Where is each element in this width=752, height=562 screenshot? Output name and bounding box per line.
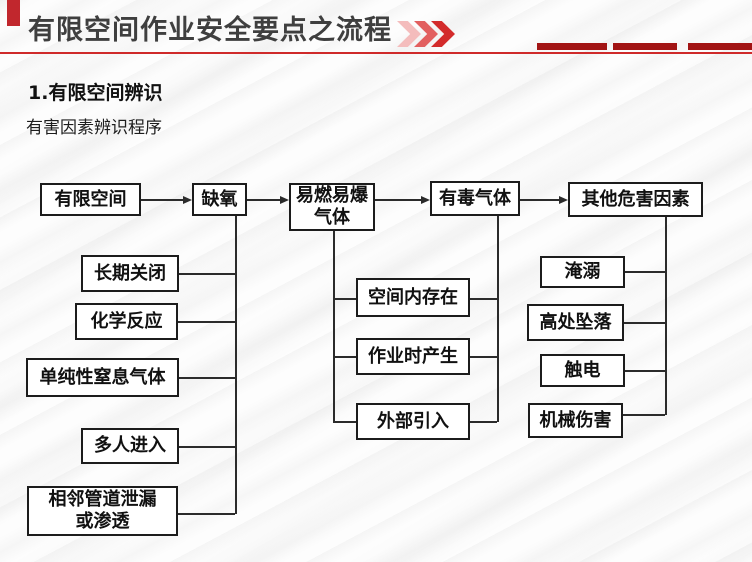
section-heading: 1.有限空间辨识 xyxy=(28,82,163,104)
page-title: 有限空间作业安全要点之流程 xyxy=(28,15,392,46)
connector-stub xyxy=(624,322,665,324)
flow-node-toxic-gas: 有毒气体 xyxy=(430,181,520,216)
flow-node-multiple-entrants: 多人进入 xyxy=(81,428,179,464)
flow-node-label: 易燃易爆 气体 xyxy=(296,185,368,228)
flow-node-label: 相邻管道泄漏 或渗透 xyxy=(48,489,157,532)
connector-stub xyxy=(625,271,665,273)
flow-node-long-term-closure: 长期关闭 xyxy=(81,255,179,292)
header-accent-bar-icon xyxy=(7,0,20,26)
flow-node-label: 外部引入 xyxy=(377,410,449,432)
connector-stub xyxy=(178,513,235,515)
connector-stub xyxy=(333,356,356,358)
flow-node-exists-in-space: 空间内存在 xyxy=(356,278,470,317)
arrowhead-right-icon xyxy=(559,195,568,204)
flow-node-label: 机械伤害 xyxy=(539,409,612,431)
connector-stub xyxy=(333,421,356,423)
flow-node-mechanical-injury: 机械伤害 xyxy=(528,403,623,438)
flow-node-oxygen-deficiency: 缺氧 xyxy=(192,183,247,216)
flow-node-label: 缺氧 xyxy=(201,188,238,210)
flow-node-label: 长期关闭 xyxy=(94,262,166,284)
flow-arrow-line xyxy=(141,199,184,201)
connector-stub xyxy=(333,298,356,300)
connector-stub xyxy=(470,298,497,300)
flow-node-external-introduction: 外部引入 xyxy=(356,403,470,440)
connector-stub xyxy=(625,370,665,372)
header-divider xyxy=(0,52,752,54)
connector-vline xyxy=(333,231,335,422)
connector-vline xyxy=(235,216,237,514)
arrowhead-right-icon xyxy=(183,195,192,204)
flow-node-label: 空间内存在 xyxy=(368,286,458,308)
connector-vline xyxy=(497,216,499,422)
flow-node-label: 淹溺 xyxy=(564,261,601,283)
flow-node-label: 作业时产生 xyxy=(368,345,458,367)
flow-node-label: 高处坠落 xyxy=(539,311,612,333)
flow-node-drowning: 淹溺 xyxy=(540,256,625,288)
connector-stub xyxy=(623,414,665,416)
flow-node-label: 有毒气体 xyxy=(439,187,511,209)
connector-stub xyxy=(179,273,235,275)
connector-vline xyxy=(665,217,667,415)
flow-node-other-hazards: 其他危害因素 xyxy=(568,182,703,217)
connector-stub xyxy=(179,377,235,379)
flow-node-simple-asphyxiant-gas: 单纯性窒息气体 xyxy=(26,358,179,397)
flow-node-label: 多人进入 xyxy=(94,435,166,457)
flow-node-label: 触电 xyxy=(564,359,601,381)
connector-stub xyxy=(470,356,497,358)
flow-node-label: 单纯性窒息气体 xyxy=(39,366,166,388)
flow-node-electric-shock: 触电 xyxy=(540,354,625,387)
flow-node-chemical-reaction: 化学反应 xyxy=(75,303,178,340)
flow-node-flammable-explosive-gas: 易燃易爆 气体 xyxy=(289,183,375,231)
flow-arrow-line xyxy=(520,199,560,201)
flow-node-generated-during-work: 作业时产生 xyxy=(356,338,470,375)
connector-stub xyxy=(179,446,235,448)
flow-node-label: 其他危害因素 xyxy=(581,188,690,210)
section-subheading: 有害因素辨识程序 xyxy=(26,118,162,138)
flow-node-fall-from-height: 高处坠落 xyxy=(527,304,624,341)
flow-node-limited-space: 有限空间 xyxy=(40,183,141,216)
flow-node-label: 有限空间 xyxy=(54,188,127,210)
arrowhead-right-icon xyxy=(280,195,289,204)
flow-node-label: 化学反应 xyxy=(90,310,163,332)
connector-stub xyxy=(470,421,497,423)
connector-stub xyxy=(178,321,235,323)
arrowhead-right-icon xyxy=(421,195,430,204)
flow-arrow-line xyxy=(375,199,422,201)
flow-arrow-line xyxy=(247,199,281,201)
flow-node-adjacent-pipeline-leak: 相邻管道泄漏 或渗透 xyxy=(27,486,178,536)
